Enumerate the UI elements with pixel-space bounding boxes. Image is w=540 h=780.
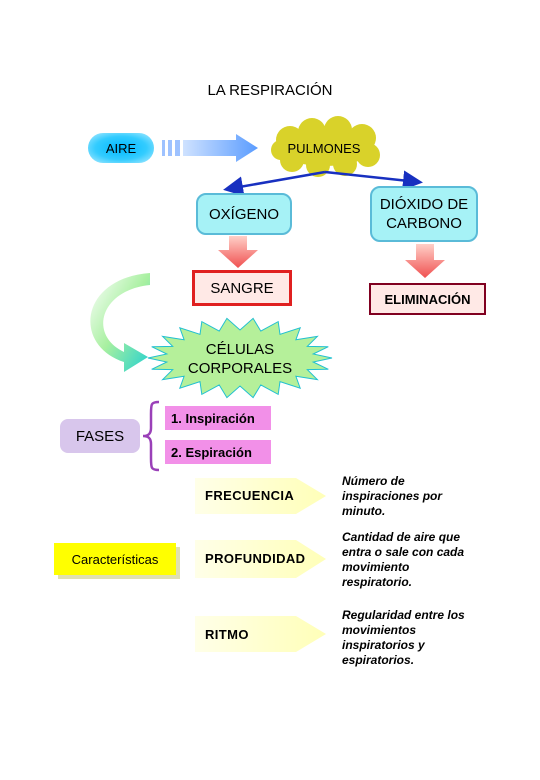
sangre-node: SANGRE [192,270,292,306]
ritmo-arrow [195,616,326,652]
ritmo-description: Regularidad entre los movimientos inspir… [342,608,465,668]
curved-green-arrow [90,273,150,372]
caracteristicas-node: Características [54,543,176,575]
pulmones-label: PULMONES [287,140,361,156]
description-line: Número de [342,474,405,488]
description-line: respiratorio. [342,575,413,589]
dioxido-label-line1: DIÓXIDO DE [379,196,469,213]
description-line: Cantidad de aire que [342,530,461,544]
fase-item-label: 2. Espiración [171,444,252,460]
oxigeno-to-sangre-arrow [218,236,258,268]
celulas-node: CÉLULAS CORPORALES [150,320,330,398]
dioxido-to-eliminacion-arrow [405,244,445,278]
dioxido-node: DIÓXIDO DE CARBONO [370,186,478,242]
pulmones-split-arrows [223,170,423,197]
ritmo-label: RITMO [205,627,249,642]
description-line: inspiratorios y [342,638,425,652]
aire-to-pulmones-arrow [162,134,258,162]
fases-node: FASES [60,419,140,453]
fase-item-label: 1. Inspiración [171,410,255,426]
profundidad-label: PROFUNDIDAD [205,551,306,566]
caracteristicas-label: Características [71,551,159,567]
eliminacion-node: ELIMINACIÓN [369,283,486,315]
frecuencia-label: FRECUENCIA [205,488,295,503]
oxigeno-label: OXÍGENO [208,205,279,223]
eliminacion-label: ELIMINACIÓN [384,291,471,307]
fase-item-inspiracion: 1. Inspiración [165,406,271,430]
celulas-label-line2: CORPORALES [187,360,293,377]
celulas-starburst [147,317,333,399]
description-line: entra o sale con cada [342,545,465,559]
profundidad-arrow [195,540,326,578]
pulmones-cloud [271,116,380,177]
description-line: Regularidad entre los [342,608,465,622]
fase-item-espiracion: 2. Espiración [165,440,271,464]
oxigeno-node: OXÍGENO [196,193,292,235]
profundidad-description: Cantidad de aire que entra o sale con ca… [342,530,464,590]
description-line: movimiento [342,560,410,574]
description-line: movimientos [342,623,417,637]
frecuencia-arrow [195,478,326,514]
frecuencia-description: Número de inspiraciones por minuto. [342,474,442,519]
celulas-label-line1: CÉLULAS [205,341,275,358]
fases-label: FASES [75,427,125,445]
dioxido-label-line2: CARBONO [386,215,462,232]
page-title: LA RESPIRACIÓN [207,82,333,99]
aire-label: AIRE [105,140,137,156]
fases-brace [142,400,160,472]
aire-node: AIRE [88,133,154,163]
sangre-label: SANGRE [210,279,274,297]
description-line: minuto. [342,504,386,518]
description-line: espiratorios. [342,653,415,667]
description-line: inspiraciones por [342,489,443,503]
